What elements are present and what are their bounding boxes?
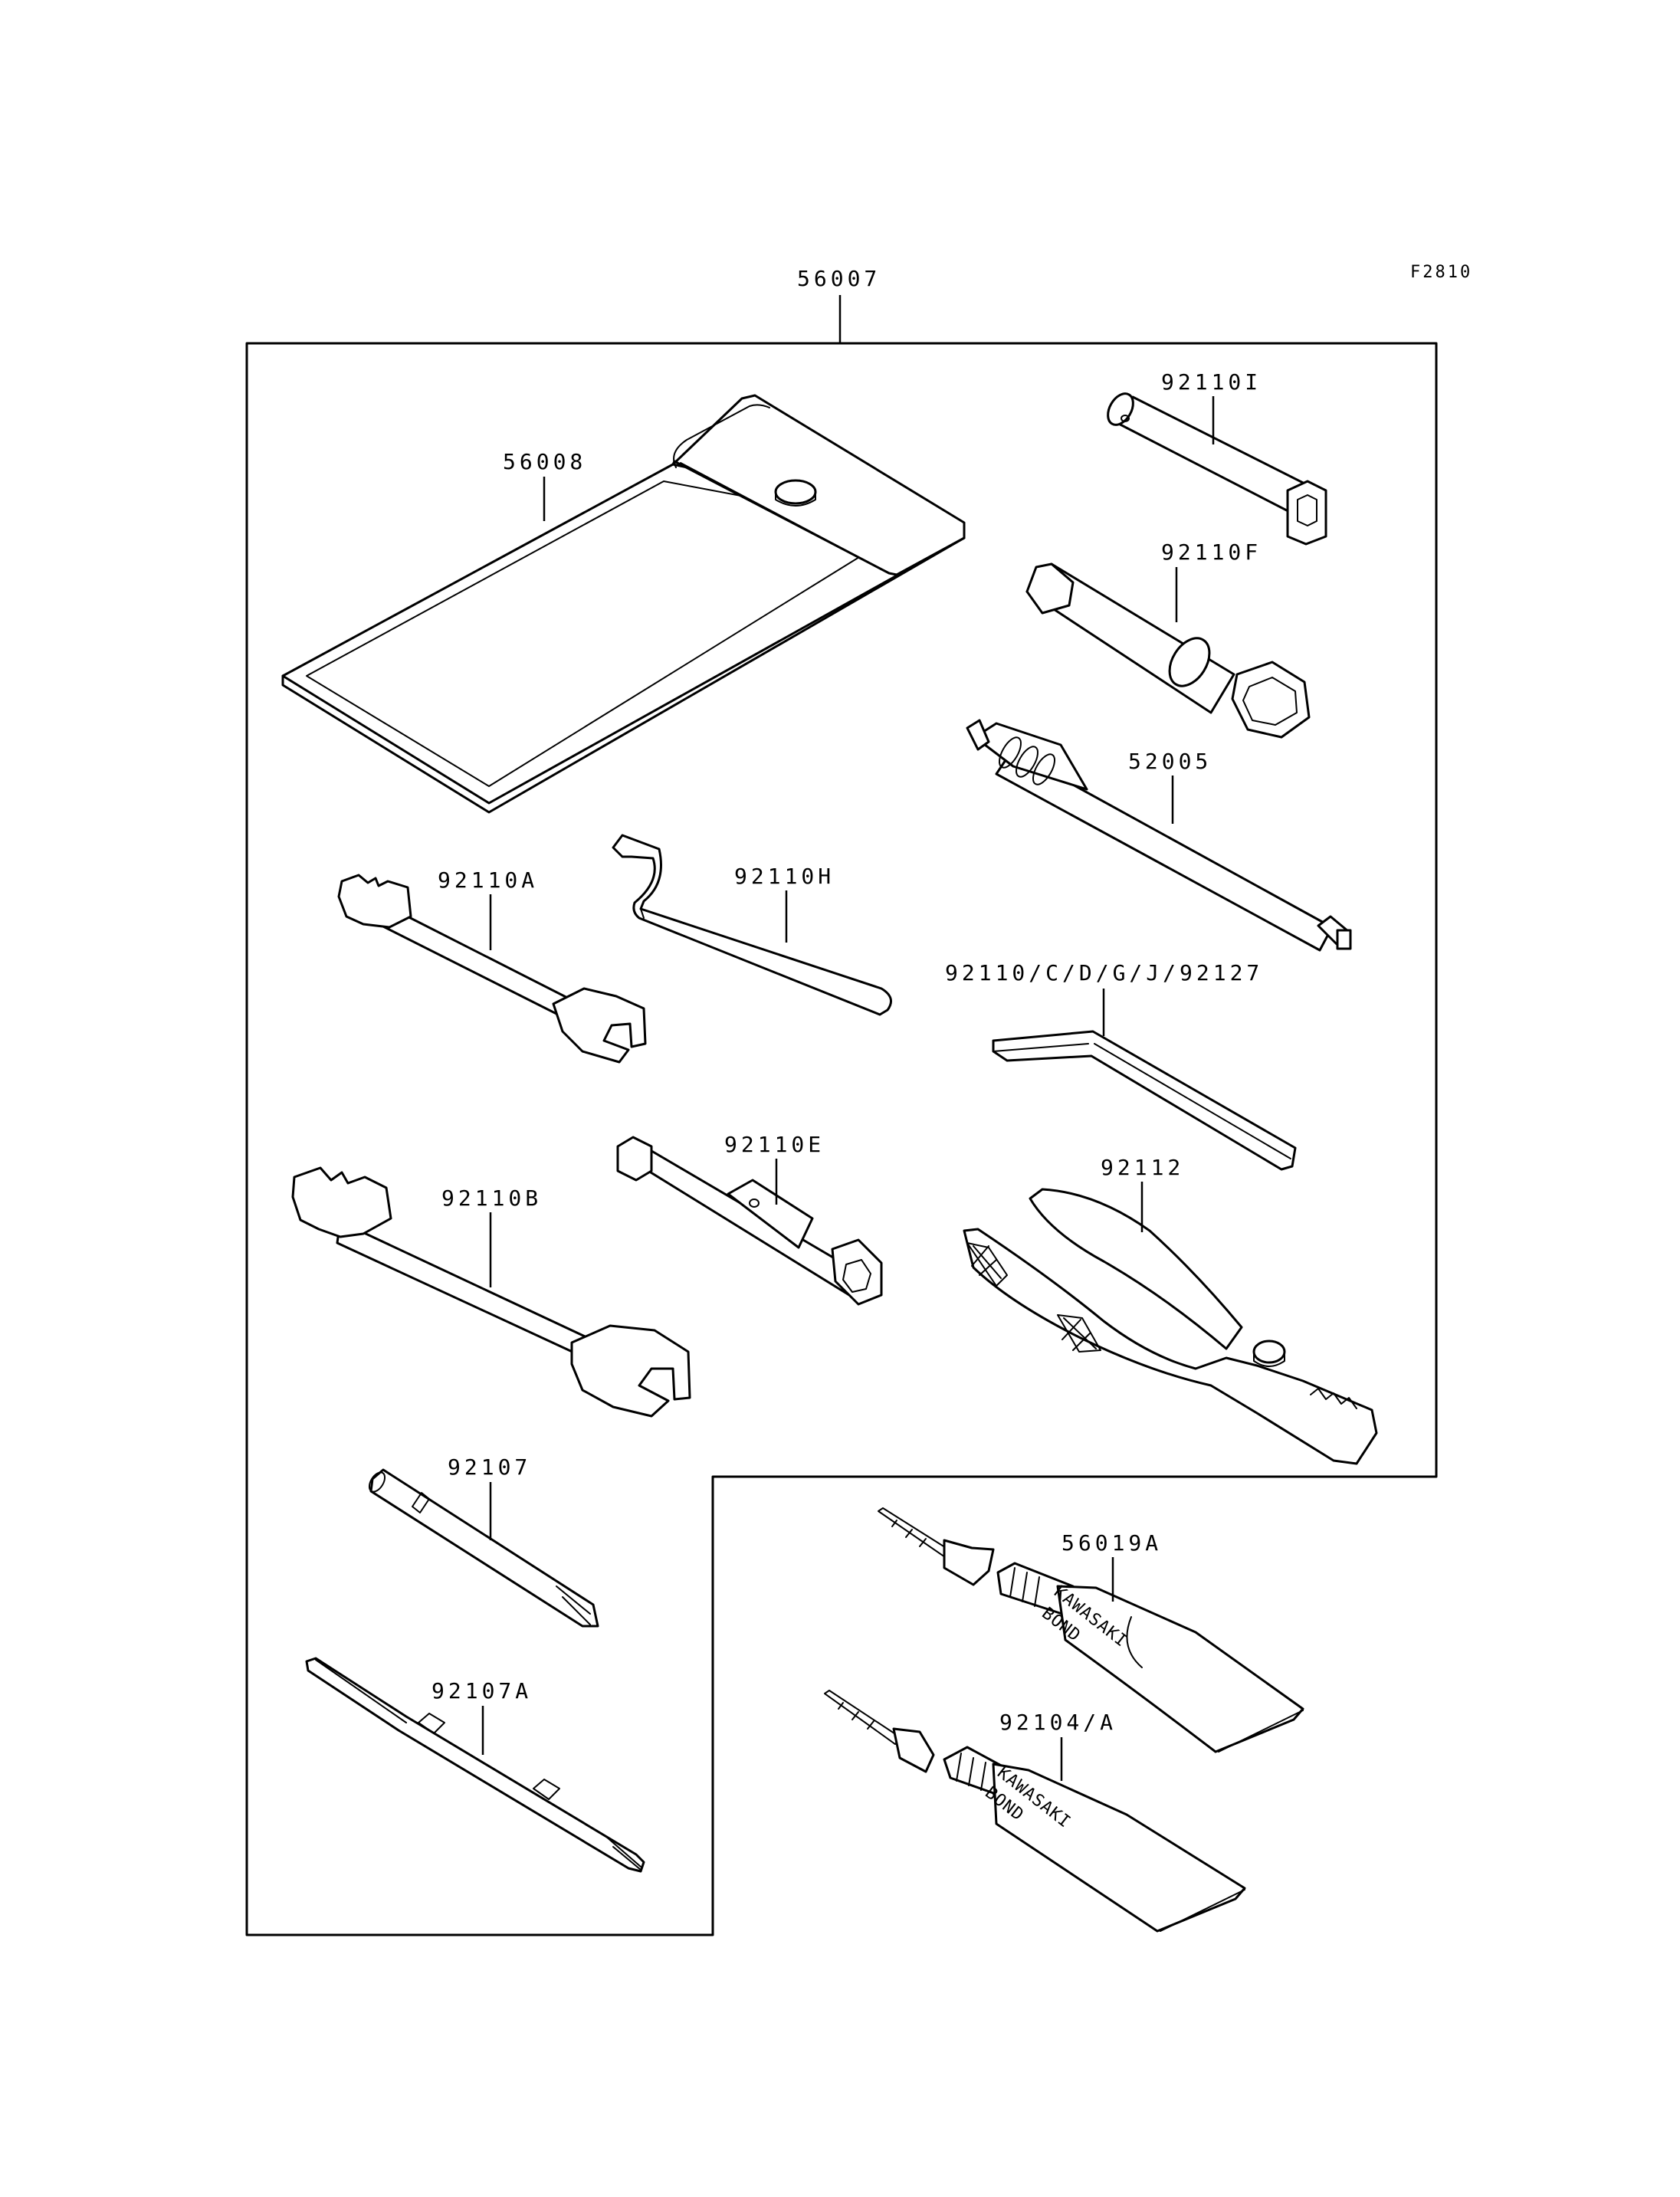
part-label-92110E: 92110E [724,1132,825,1157]
sealant-tube-56019A [878,1507,1304,1753]
tool-pouch [281,394,966,814]
part-label-56008: 56008 [503,449,586,474]
part-label-92110I: 92110I [1161,369,1262,395]
kit-boundary [245,342,1438,1936]
figure-code: F2810 [1410,263,1472,282]
part-label-92110-hex-keys: 92110/C/D/G/J/92127 [945,960,1263,985]
part-label-92107: 92107 [448,1454,531,1480]
sealant-tube-92104A [824,1690,1246,1933]
spark-plug-wrench-large [1025,562,1311,739]
part-label-56019A: 56019A [1061,1530,1162,1556]
screwdriver-handle [966,719,1352,952]
part-label-92112: 92112 [1101,1155,1184,1180]
screwdriver-bit [368,1468,599,1628]
socket-wrench [616,1136,883,1306]
part-label-92104A: 92104/A [999,1710,1117,1735]
part-label-52005: 52005 [1128,749,1212,774]
slip-joint-pliers [963,1188,1378,1465]
hex-key-set [992,1030,1297,1171]
part-label-92110B: 92110B [441,1185,542,1211]
part-label-92107A: 92107A [431,1678,532,1703]
kit-label: 56007 [797,266,881,291]
part-label-92110F: 92110F [1161,539,1262,565]
screwdriver-double-end-bit [305,1657,645,1873]
open-end-wrench-large [291,1166,691,1418]
spark-plug-wrench-small [1107,392,1327,546]
hook-spanner-wrench [612,834,892,1016]
open-end-wrench-small [337,874,647,1064]
part-label-92110H: 92110H [734,864,835,889]
part-label-92110A: 92110A [438,867,538,893]
